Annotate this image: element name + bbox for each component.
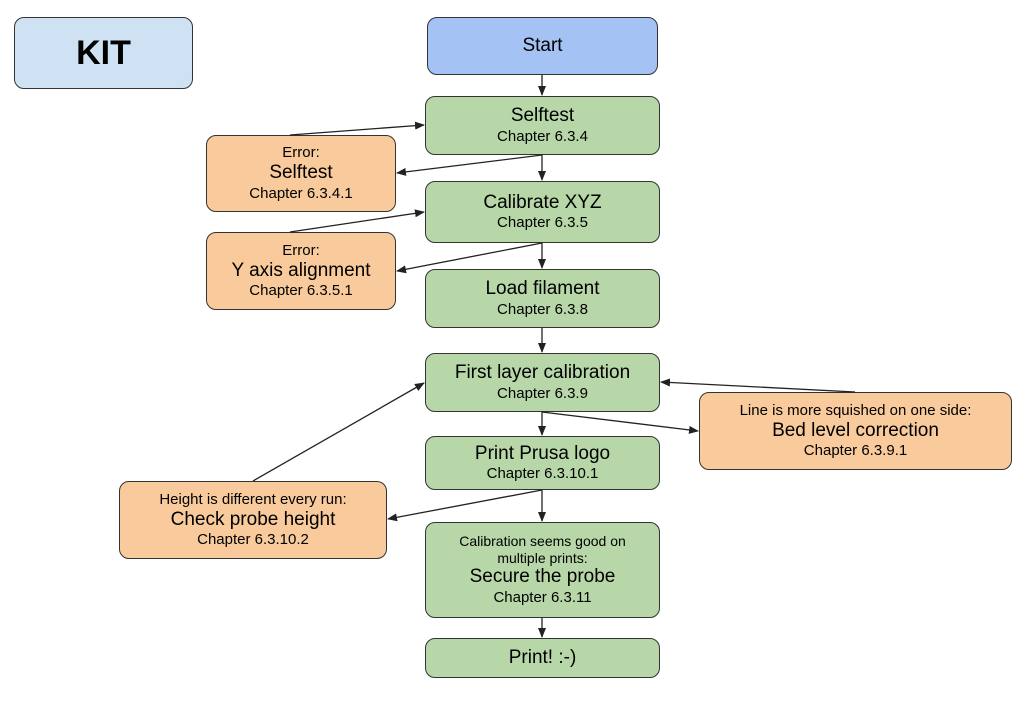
arrow-bed-level-first-layer: [660, 378, 856, 393]
print-logo-chapter: Chapter 6.3.10.1: [486, 465, 599, 483]
print-node: Print! :-): [425, 638, 660, 678]
probe-height-note: Height is different every run:: [159, 490, 347, 508]
bed-level-chapter: Chapter 6.3.9.1: [803, 442, 908, 460]
calibrate-xyz-chapter: Chapter 6.3.5: [497, 214, 588, 232]
bed-level-note: Line is more squished on one side:: [739, 401, 972, 419]
print-logo-title: Print Prusa logo: [474, 442, 611, 464]
start-title: Start: [522, 34, 563, 56]
selftest-node: Selftest Chapter 6.3.4: [425, 96, 660, 155]
secure-probe-chapter: Chapter 6.3.11: [493, 589, 592, 607]
first-layer-node: First layer calibration Chapter 6.3.9: [425, 353, 660, 412]
secure-probe-node: Calibration seems good on multiple print…: [425, 522, 660, 618]
load-filament-node: Load filament Chapter 6.3.8: [425, 269, 660, 328]
error-y-axis-note: Error:: [282, 241, 320, 259]
arrow-probe-height-first-layer: [252, 382, 425, 482]
arrow-first-layer-bed-level: [541, 411, 699, 434]
error-selftest-note: Error:: [282, 144, 320, 162]
error-selftest-node: Error: Selftest Chapter 6.3.4.1: [206, 135, 396, 212]
start-node: Start: [427, 17, 658, 75]
selftest-title: Selftest: [510, 105, 575, 127]
calibrate-xyz-node: Calibrate XYZ Chapter 6.3.5: [425, 181, 660, 243]
arrow-calibrate-error: [396, 242, 543, 274]
secure-probe-note-2: multiple prints:: [497, 549, 588, 566]
error-y-axis-chapter: Chapter 6.3.5.1: [249, 282, 353, 300]
arrow-selftest-error: [396, 154, 543, 176]
kit-label-box: KIT: [14, 17, 193, 89]
error-y-axis-title: Y axis alignment: [231, 259, 371, 281]
arrow-print-logo-probe-height: [387, 489, 543, 522]
load-filament-title: Load filament: [485, 278, 600, 300]
load-filament-chapter: Chapter 6.3.8: [497, 300, 588, 318]
kit-label: KIT: [76, 33, 131, 72]
selftest-chapter: Chapter 6.3.4: [497, 127, 588, 145]
arrow-error-calibrate: [289, 209, 425, 233]
calibrate-xyz-title: Calibrate XYZ: [483, 191, 602, 213]
print-title: Print! :-): [508, 646, 577, 668]
secure-probe-title: Secure the probe: [469, 566, 616, 588]
print-logo-node: Print Prusa logo Chapter 6.3.10.1: [425, 436, 660, 490]
first-layer-title: First layer calibration: [454, 362, 631, 384]
bed-level-title: Bed level correction: [772, 419, 939, 441]
error-y-axis-node: Error: Y axis alignment Chapter 6.3.5.1: [206, 232, 396, 310]
probe-height-title: Check probe height: [170, 508, 336, 530]
bed-level-node: Line is more squished on one side: Bed l…: [699, 392, 1012, 470]
error-selftest-chapter: Chapter 6.3.4.1: [249, 184, 353, 202]
probe-height-chapter: Chapter 6.3.10.2: [197, 531, 309, 549]
error-selftest-title: Selftest: [269, 162, 333, 184]
secure-probe-note-1: Calibration seems good on: [459, 532, 626, 549]
arrow-error-selftest: [289, 121, 425, 136]
first-layer-chapter: Chapter 6.3.9: [497, 384, 588, 402]
probe-height-node: Height is different every run: Check pro…: [119, 481, 387, 559]
